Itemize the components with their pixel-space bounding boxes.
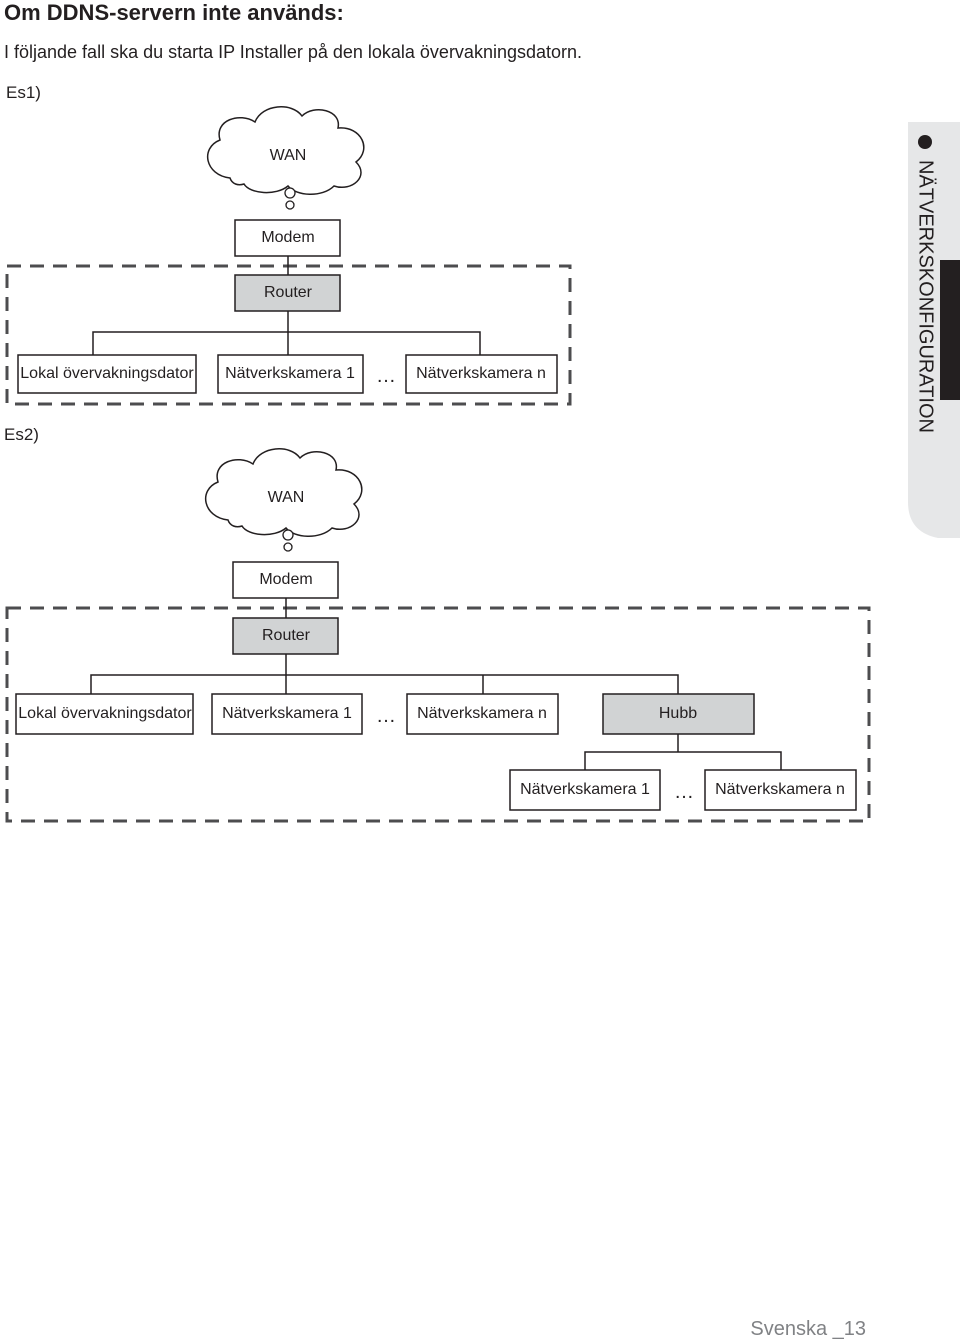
es1-cam1-box xyxy=(217,354,364,394)
side-tab-background xyxy=(908,122,960,538)
bullet-icon xyxy=(918,135,932,149)
es1-ellipsis: … xyxy=(376,365,396,387)
wan-cloud-icon xyxy=(204,448,363,537)
es1-pc-label: Lokal övervakningsdator xyxy=(20,365,194,382)
diagram-es1: WAN Modem Router Lokal övervakningsdator… xyxy=(5,106,572,406)
es2-link-bubble-icon xyxy=(282,529,294,541)
example-1-label: Es1) xyxy=(6,83,41,102)
es1-link-bubble-icon xyxy=(284,187,296,199)
es2-wan-label: WAN xyxy=(268,489,305,506)
es2-lan-boundary xyxy=(5,606,871,823)
es1-modem-label: Modem xyxy=(261,229,314,246)
es2-hub-camn-label: Nätverkskamera n xyxy=(715,781,845,798)
es2-cam1-box xyxy=(211,693,363,735)
es1-wan-label: WAN xyxy=(270,147,307,164)
side-tab-label: NÄTVERKSKONFIGURATION xyxy=(915,160,937,433)
es2-camn-box xyxy=(406,693,559,735)
side-tab-marker xyxy=(940,260,960,400)
es2-cam1-label: Nätverkskamera 1 xyxy=(222,705,352,722)
es2-hub-ellipsis: … xyxy=(674,781,694,803)
page-footer: Svenska _13 xyxy=(750,1318,866,1340)
es2-modem-box xyxy=(232,561,339,599)
example-2-label: Es2) xyxy=(4,425,39,444)
es2-pc-box xyxy=(15,693,194,735)
es2-hub-box xyxy=(602,693,755,735)
es1-router-box xyxy=(234,274,341,312)
es2-hub-cam1-box xyxy=(509,769,661,811)
intro-text: I följande fall ska du starta IP Install… xyxy=(4,42,583,62)
es2-pc-label: Lokal övervakningsdator xyxy=(18,705,192,722)
page-heading: Om DDNS-servern inte används: xyxy=(4,0,344,25)
es2-router-label: Router xyxy=(262,627,311,644)
es1-pc-box xyxy=(17,354,197,394)
es2-ellipsis: … xyxy=(376,705,396,727)
es1-cam1-label: Nätverkskamera 1 xyxy=(225,365,355,382)
wan-cloud-icon xyxy=(206,106,365,195)
chapter-side-tab: NÄTVERKSKONFIGURATION xyxy=(908,122,960,538)
es2-modem-label: Modem xyxy=(259,571,312,588)
es2-camn-label: Nätverkskamera n xyxy=(417,705,547,722)
es1-link-bubble-icon xyxy=(285,200,295,210)
es2-hub-label: Hubb xyxy=(659,705,697,722)
diagram-es2: WAN Modem Router Lokal övervakningsdator… xyxy=(5,448,871,823)
es1-modem-box xyxy=(234,219,341,257)
es1-router-label: Router xyxy=(264,284,313,301)
es1-camn-label: Nätverkskamera n xyxy=(416,365,546,382)
es2-link-bubble-icon xyxy=(283,542,293,552)
es2-hub-camn-box xyxy=(704,769,857,811)
es1-camn-box xyxy=(405,354,558,394)
es2-hub-cam1-label: Nätverkskamera 1 xyxy=(520,781,650,798)
es2-router-box xyxy=(232,617,339,655)
